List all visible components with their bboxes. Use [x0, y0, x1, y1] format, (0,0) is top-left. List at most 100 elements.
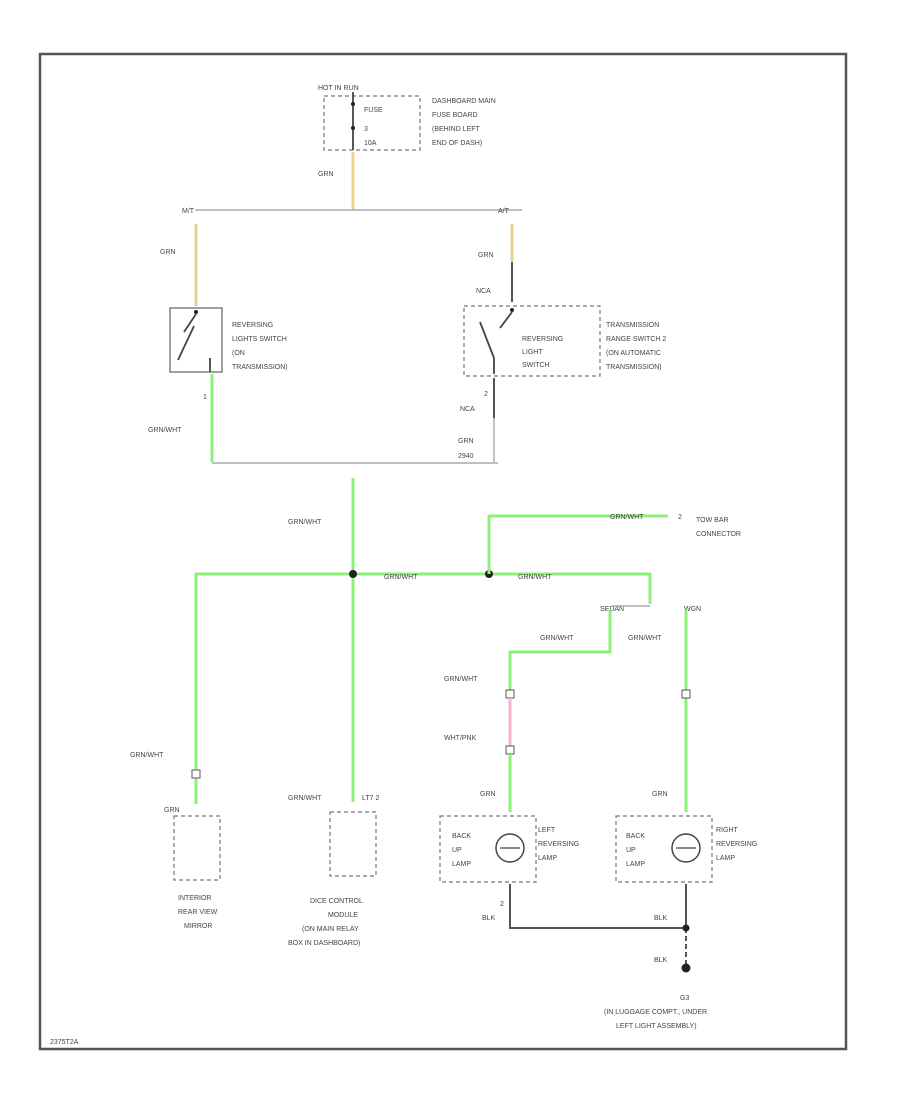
wire-label-grn-wht-h2: GRN/WHT [518, 574, 552, 581]
fuse-box-outline [323, 95, 421, 151]
wire-label-blk-1: BLK [482, 915, 496, 922]
wire-label-nca-bottom: NCA [460, 406, 475, 413]
splice-ground [682, 924, 690, 932]
tow-bar-label-2: CONNECTOR [696, 531, 741, 538]
right-lamp-inner-3: LAMP [626, 861, 645, 868]
wire-label-grn-4: GRN [480, 791, 496, 798]
at-switch-contact-top [499, 311, 513, 329]
diagram-frame [38, 52, 848, 1051]
wire-label-grn-wht-1: GRN/WHT [148, 427, 182, 434]
wire-label-grn-wht-4: GRN/WHT [444, 676, 478, 683]
dice-control-module: GRN/WHT LT7 2 DICE CONTROL MODULE (ON MA… [288, 795, 379, 947]
mt-switch-box [169, 307, 223, 373]
wire-label-grn-wht-7: GRN/WHT [288, 795, 322, 802]
at-switch-outline [463, 305, 601, 377]
mirror-label-2: REAR VIEW [178, 909, 218, 916]
connector-left-bottom [505, 745, 515, 755]
mirror-outline [173, 815, 221, 881]
left-reversing-lamp: BACK UP LAMP LEFT REVERSING LAMP [439, 815, 579, 883]
at-switch-desc-1: TRANSMISSION [606, 322, 659, 329]
at-switch-inner-3: SWITCH [522, 362, 550, 369]
dice-label-3: (ON MAIN RELAY [302, 926, 359, 933]
at-switch-inner-2: LIGHT [522, 349, 543, 356]
fuse-desc-3: (BEHIND LEFT [432, 126, 481, 133]
right-lamp-outline [615, 815, 713, 883]
label-wgn: WGN [684, 606, 701, 613]
dice-label-4: BOX IN DASHBOARD) [288, 940, 360, 947]
wire-label-grn-right: GRN [478, 252, 494, 259]
tow-bar-label-1: TOW BAR [696, 517, 729, 524]
connector-left-top [505, 689, 515, 699]
left-lamp-inner-2: UP [452, 847, 462, 854]
wire-left-lamp-feed [508, 610, 612, 690]
mt-switch-desc-4: TRANSMISSION) [232, 364, 288, 371]
fuse-hot-in-run-label: HOT IN RUN [318, 85, 359, 92]
mt-switch-desc-1: REVERSING [232, 322, 273, 329]
right-lamp-label-1: RIGHT [716, 827, 739, 834]
right-lamp-inner-1: BACK [626, 833, 645, 840]
right-lamp-label-2: REVERSING [716, 841, 757, 848]
wire-label-grn-wht-2: GRN/WHT [288, 519, 322, 526]
connector-right [681, 689, 691, 699]
wire-label-grn-top: GRN [318, 171, 334, 178]
fuse-desc-4: END OF DASH) [432, 140, 482, 147]
ground-label-3: LEFT LIGHT ASSEMBLY) [616, 1023, 697, 1030]
fuse-block: HOT IN RUN FUSE 3 10A DASHBOARD MAIN FUS… [318, 85, 496, 151]
dice-module-outline [329, 811, 377, 877]
wire-label-grn-left: GRN [160, 249, 176, 256]
fuse-desc-2: FUSE BOARD [432, 112, 478, 119]
dice-module-pin: LT7 2 [362, 795, 379, 802]
left-lamp-outline [439, 815, 537, 883]
fuse-desc-1: DASHBOARD MAIN [432, 98, 496, 105]
reversing-light-switch-at: REVERSING LIGHT SWITCH TRANSMISSION RANG… [463, 305, 666, 377]
fuse-terminal-top [351, 102, 355, 106]
label-sedan: SEDAN [600, 606, 624, 613]
mirror-label-3: MIRROR [184, 923, 212, 930]
wire-label-wht-pnk: WHT/PNK [444, 735, 477, 742]
wire-label-grn-5: GRN [652, 791, 668, 798]
wire-label-blk-2: BLK [654, 915, 668, 922]
left-lamp-inner-3: LAMP [452, 861, 471, 868]
reversing-lights-switch-mt: REVERSING LIGHTS SWITCH (ON TRANSMISSION… [169, 307, 288, 373]
right-lamp-label-3: LAMP [716, 855, 735, 862]
fuse-line-1: FUSE [364, 107, 383, 114]
diagram-code: 2375T2A [50, 1039, 79, 1046]
wire-label-2940: 2940 [458, 453, 474, 460]
wire-label-grn-wht-3: GRN/WHT [540, 635, 574, 642]
wire-label-grn-wht-tow: GRN/WHT [610, 514, 644, 521]
wire-distribution-bus [194, 572, 652, 804]
at-switch-desc-2: RANGE SWITCH 2 [606, 336, 666, 343]
wire-label-nca-top: NCA [476, 288, 491, 295]
left-lamp-label-3: LAMP [538, 855, 557, 862]
left-lamp-label-1: LEFT [538, 827, 556, 834]
wire-label-blk-3: BLK [654, 957, 668, 964]
mirror-label-1: INTERIOR [178, 895, 211, 902]
mt-switch-contact-top [183, 313, 197, 333]
fuse-line-3: 10A [364, 140, 377, 147]
dice-label-1: DICE CONTROL [310, 898, 363, 905]
right-lamp-inner-2: UP [626, 847, 636, 854]
ground-label-1: G3 [680, 995, 689, 1002]
right-reversing-lamp: BACK UP LAMP RIGHT REVERSING LAMP [615, 815, 757, 883]
mt-switch-desc-3: (ON [232, 350, 245, 357]
label-at: A/T [498, 208, 510, 215]
at-switch-desc-4: TRANSMISSION) [606, 364, 662, 371]
wire-label-grn-wht-h1: GRN/WHT [384, 574, 418, 581]
at-switch-terminal-top [510, 308, 514, 312]
mt-switch-terminal-top [194, 310, 198, 314]
at-switch-inner-1: REVERSING [522, 336, 563, 343]
dice-label-2: MODULE [328, 912, 358, 919]
interior-rear-view-mirror: GRN/WHT GRN INTERIOR REAR VIEW MIRROR [130, 752, 221, 930]
wire-label-grn-3: GRN [164, 807, 180, 814]
splice-center [349, 570, 357, 578]
left-lamp-label-2: REVERSING [538, 841, 579, 848]
mt-switch-pin: 1 [203, 394, 207, 401]
tow-bar-pin: 2 [678, 514, 682, 521]
wire-label-grn-wht-5: GRN/WHT [628, 635, 662, 642]
fuse-line-2: 3 [364, 126, 368, 133]
mt-switch-desc-2: LIGHTS SWITCH [232, 336, 287, 343]
mirror-connector [191, 769, 201, 779]
wire-label-grn-2: GRN [458, 438, 474, 445]
left-lamp-pin: 2 [500, 901, 504, 908]
label-mt: M/T [182, 208, 195, 215]
